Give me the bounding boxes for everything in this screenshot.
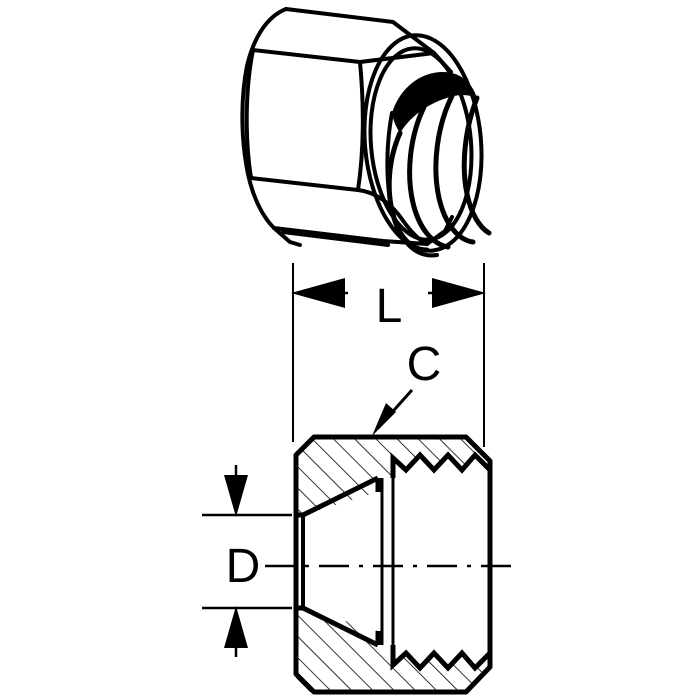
section-thread-profile-upper (390, 451, 492, 478)
internal-thread-curve-2 (407, 104, 451, 250)
hex-front-face-outline (240, 7, 302, 247)
hex-top-edge (284, 7, 436, 55)
hex-facet-crease-top (251, 48, 362, 64)
internal-thread-curve-3 (433, 93, 476, 245)
diameter-arrowhead-top (224, 475, 248, 517)
hex-facet-edge-top-right (358, 51, 436, 64)
hex-facet-crease-bottom (249, 176, 360, 192)
internal-thread-curve-4 (461, 95, 492, 236)
diameter-dimension: D (202, 465, 292, 657)
section-outer-outline (293, 434, 493, 695)
hex-facet-crease-left (244, 48, 255, 180)
section-thread-profile-lower (390, 645, 492, 672)
length-dimension-label: L (376, 280, 403, 333)
bore-shadow-fill (392, 72, 477, 133)
section-taper-lower (301, 605, 380, 648)
diameter-arrowhead-bottom (224, 606, 248, 648)
chamfer-callout: C (372, 338, 441, 436)
bore-inner-outline (385, 111, 439, 258)
length-dimension: L (291, 263, 486, 447)
chamfer-leader-arrowhead (372, 403, 396, 436)
chamfer-callout-label: C (407, 338, 442, 391)
section-view (293, 434, 493, 695)
diameter-dimension-label: D (226, 540, 261, 593)
hex-bottom-edge-inner (281, 230, 390, 247)
length-arrowhead-right (432, 278, 486, 308)
section-taper-upper (301, 475, 380, 518)
nut-outer-rim-ellipse (362, 33, 484, 253)
pictorial-view (240, 7, 492, 258)
length-arrowhead-left (291, 278, 345, 308)
